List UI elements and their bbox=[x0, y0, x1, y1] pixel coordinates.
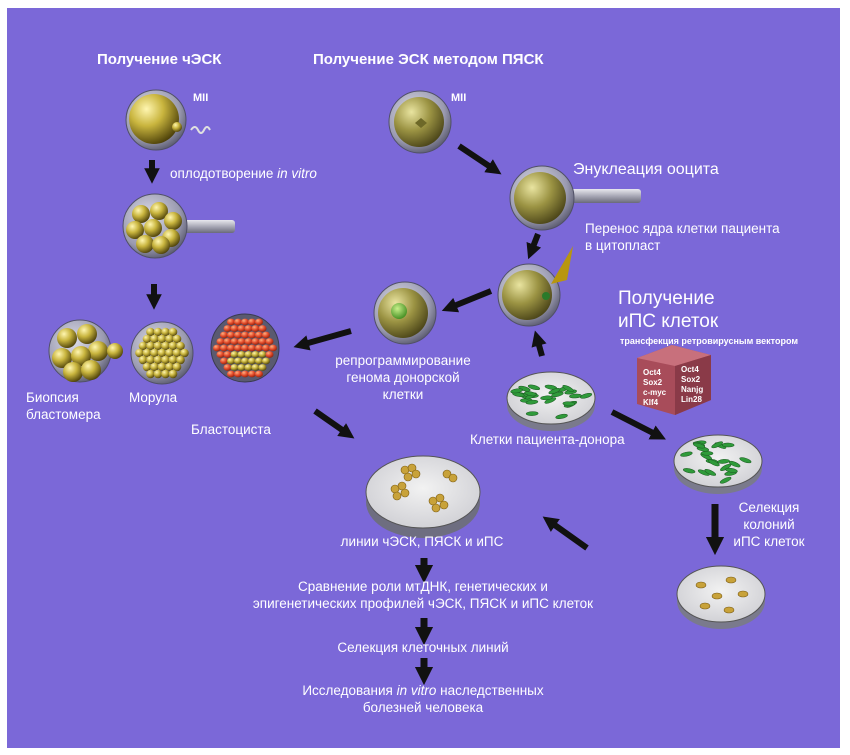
label-compare-1: Сравнение роли мтДНК, генетических и bbox=[298, 579, 548, 594]
factor-label: Klf4 bbox=[643, 398, 659, 407]
cell-lines-dish bbox=[365, 455, 481, 538]
label-blastocyst: Бластоциста bbox=[191, 422, 271, 437]
label-research-1: Исследования in vitro наследственных bbox=[302, 683, 544, 698]
arrow-to-blastocyst bbox=[293, 328, 352, 351]
arrow-to-enucleation bbox=[457, 143, 502, 175]
label-transfer-1: Перенос ядра клетки пациента bbox=[585, 221, 780, 236]
label-compare-2: эпигенетических профилей чЭСК, ПЯСК и иП… bbox=[252, 596, 594, 611]
header-ips-2: иПС клеток bbox=[618, 311, 719, 332]
morula bbox=[130, 321, 194, 385]
arrow-up-to-transfer bbox=[531, 330, 547, 357]
arrow-to-ips-dish bbox=[610, 409, 666, 440]
reprogrammed-oocyte bbox=[373, 281, 437, 345]
header-hesc: Получение чЭСК bbox=[97, 51, 222, 68]
factor-label: Nanjg bbox=[681, 385, 704, 394]
blastocyst bbox=[210, 313, 280, 383]
donor-cells-dish bbox=[506, 371, 596, 431]
ips-colonies-dish bbox=[676, 565, 766, 629]
label-research-2: болезней человека bbox=[362, 700, 484, 715]
label-selection-3: иПС клеток bbox=[733, 534, 805, 549]
arrow-colonies-to-lines bbox=[542, 516, 589, 551]
label-cell-lines: линии чЭСК, ПЯСК и иПС bbox=[340, 534, 504, 549]
label-reprog-1: репрограммирование bbox=[335, 353, 471, 368]
factor-label: Sox2 bbox=[681, 375, 701, 384]
ips-dish bbox=[673, 434, 763, 494]
header-scnt: Получение ЭСК методом ПЯСК bbox=[313, 51, 544, 68]
factor-label: Oct4 bbox=[643, 368, 661, 377]
enucleated-oocyte bbox=[509, 165, 641, 231]
label-select-lines: Селекция клеточных линий bbox=[337, 640, 509, 655]
label-enucleation: Энуклеация ооцита bbox=[573, 161, 719, 178]
factor-label: Oct4 bbox=[681, 365, 699, 374]
arrow-to-reprogrammed bbox=[441, 288, 493, 313]
label-transfer-2: в цитопласт bbox=[585, 238, 661, 253]
blastomere-biopsy bbox=[48, 319, 123, 383]
label-biopsy-2: бластомера bbox=[26, 407, 101, 422]
retroviral-vector-box bbox=[637, 345, 711, 415]
diagram-artwork bbox=[48, 89, 766, 686]
mii-oocyte-left bbox=[125, 89, 211, 151]
label-reprog-2: генома донорской bbox=[346, 370, 460, 385]
diagram-canvas: Получение чЭСК Получение ЭСК методом ПЯС… bbox=[7, 8, 840, 748]
label-mii-left: MII bbox=[193, 92, 209, 104]
mii-oocyte-right bbox=[388, 90, 452, 154]
label-selection-2: колоний bbox=[743, 517, 795, 532]
label-selection-1: Селекция bbox=[738, 500, 800, 515]
factor-label: Sox2 bbox=[643, 378, 663, 387]
label-morula: Морула bbox=[129, 390, 178, 405]
arrow-blastocyst-to-lines bbox=[313, 408, 355, 439]
ivf-embryo bbox=[122, 193, 235, 259]
header-ips-1: Получение bbox=[618, 288, 715, 309]
factor-label: c-myc bbox=[643, 388, 667, 397]
factor-label: Lin28 bbox=[681, 395, 702, 404]
label-reprog-3: клетки bbox=[382, 387, 424, 402]
nuclear-transfer-oocyte bbox=[497, 246, 573, 327]
label-ivf: оплодотворение in vitro bbox=[170, 166, 317, 181]
label-donor-cells: Клетки пациента-донора bbox=[470, 432, 625, 447]
label-mii-right: MII bbox=[451, 92, 467, 104]
header-ips-sub: трансфекция ретровирусным вектором bbox=[620, 336, 798, 346]
arrow-to-transfer bbox=[526, 232, 542, 260]
label-biopsy-1: Биопсия bbox=[26, 390, 79, 405]
